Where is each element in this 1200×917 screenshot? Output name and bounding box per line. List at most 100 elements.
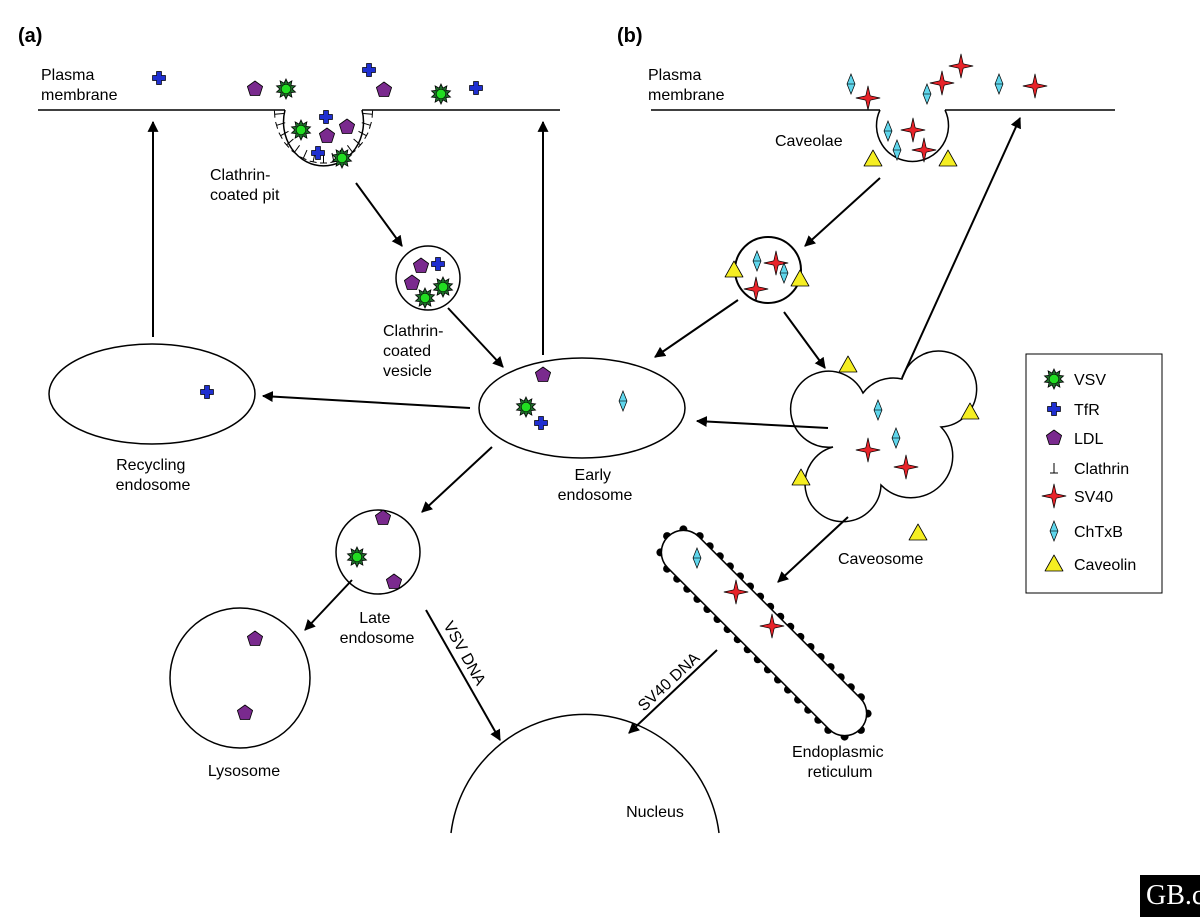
tfr-icon	[362, 63, 376, 77]
chtxb-icon	[846, 73, 856, 95]
arrow-caveosome-to-early	[695, 416, 829, 429]
vsv-icon	[276, 78, 296, 100]
arrow-caveosome-to-er	[777, 516, 849, 583]
legend: VSV TfR LDL Clathrin SV40 ChTxB Caveolin	[1025, 353, 1163, 594]
label-plasma-membrane-a: Plasma membrane	[41, 67, 118, 104]
clathrin-tick-bar	[309, 160, 317, 163]
tfr-icon	[152, 71, 166, 85]
clathrin-tick	[302, 149, 308, 159]
arrow-early-to-late	[421, 446, 493, 513]
vsv-icon	[291, 119, 311, 141]
clathrin-tick	[293, 145, 301, 153]
ldl-icon	[338, 118, 356, 134]
arrow-late-to-nucleus	[425, 609, 501, 741]
early-endosome	[478, 357, 686, 459]
clathrin-tick	[280, 130, 289, 137]
caveolin-icon	[938, 149, 958, 167]
clathrin-tick	[286, 138, 294, 146]
label-sv40-dna: SV40 DNA	[635, 650, 703, 715]
legend-label-caveolin: Caveolin	[1074, 557, 1136, 574]
caveolin-icon	[908, 523, 928, 541]
endoplasmic-reticulum	[656, 525, 872, 741]
sv40-icon	[855, 85, 881, 111]
sv40-icon	[900, 117, 926, 143]
tfr-icon	[319, 110, 333, 124]
sv40-icon	[911, 137, 937, 163]
label-endoplasmic-reticulum: Endoplasmic reticulum	[792, 744, 888, 781]
label-clathrin-coated-vesicle: Clathrin- coated vesicle	[383, 323, 448, 380]
legend-label-tfr: TfR	[1074, 402, 1100, 419]
arrow-vesicle-to-early	[654, 299, 739, 358]
tfr-icon	[469, 81, 483, 95]
legend-label-chtxb: ChTxB	[1074, 524, 1123, 541]
chtxb-icon	[883, 120, 893, 142]
ldl-icon	[375, 81, 393, 97]
vsv-icon	[431, 83, 451, 105]
clathrin-tick	[276, 122, 286, 126]
clathrin-tick	[363, 113, 373, 115]
caveolin-icon	[838, 355, 858, 373]
legend-label-vsv: VSV	[1074, 372, 1106, 389]
arrow-er-to-nucleus	[628, 649, 718, 734]
late-endosome	[335, 509, 421, 595]
clathrin-tick-bar	[364, 132, 369, 139]
clathrin-tick-bar	[275, 121, 279, 129]
clathrin-tick	[353, 138, 361, 146]
caveolar-vesicle	[734, 236, 802, 304]
ldl-icon	[318, 127, 336, 143]
clathrin-tick-bar	[349, 150, 356, 156]
clathrin-tick-bar	[283, 141, 290, 148]
clathrin-tick	[274, 113, 284, 115]
arrow-caveosome-to-membrane	[901, 116, 1021, 379]
lysosome	[169, 607, 311, 749]
clathrin-tick-bar	[371, 110, 374, 118]
label-lysosome: Lysosome	[208, 763, 280, 780]
sv40-icon	[948, 53, 974, 79]
arrow-pit-to-vesicle	[355, 182, 403, 247]
caveosome	[789, 350, 978, 523]
arrow-late-to-lysosome	[304, 579, 353, 631]
clathrin-tick-bar	[291, 150, 298, 156]
label-clathrin-coated-pit: Clathrin- coated pit	[210, 167, 280, 204]
journal-logo: GB.c	[1140, 875, 1200, 917]
clathrin-tick-bar	[368, 121, 372, 129]
tfr-icon	[311, 146, 325, 160]
panel-label-b: (b)	[617, 25, 643, 47]
chtxb-icon	[994, 73, 1004, 95]
clathrin-tick-bar	[299, 156, 307, 161]
arrows	[147, 116, 1021, 741]
label-caveolae: Caveolae	[775, 133, 843, 150]
clathrin-tick	[358, 130, 367, 137]
sv40-icon	[929, 70, 955, 96]
arrow-vesicle-to-caveosome	[783, 311, 826, 369]
plasma-membrane-a	[38, 109, 560, 167]
label-early-endosome: Early endosome	[558, 467, 633, 504]
panel-label-a: (a)	[18, 25, 42, 47]
nucleus	[450, 713, 720, 834]
label-late-endosome: Late endosome	[340, 610, 415, 647]
legend-box	[1025, 353, 1163, 594]
clathrin-tick-bar	[278, 132, 283, 139]
label-caveosome: Caveosome	[838, 551, 923, 568]
clathrin-tick	[361, 122, 371, 126]
caveolin-icon	[863, 149, 883, 167]
chtxb-icon	[922, 83, 932, 105]
clathrin-tick-bar	[357, 141, 364, 148]
ldl-icon	[246, 80, 264, 96]
arrow-caveolae-to-vesicle	[804, 177, 881, 247]
label-recycling-endosome: Recycling endosome	[116, 457, 191, 494]
arrow-early-to-recycling	[261, 391, 471, 409]
clathrin-tick	[346, 145, 354, 153]
sv40-icon	[1022, 73, 1048, 99]
plasma-membrane-b	[651, 109, 1115, 163]
legend-label-sv40: SV40	[1074, 489, 1113, 506]
clathrin-tick-bar	[273, 110, 276, 118]
vsv-icon	[332, 147, 352, 169]
label-plasma-membrane-b: Plasma membrane	[648, 67, 725, 104]
legend-label-ldl: LDL	[1074, 431, 1103, 448]
label-nucleus: Nucleus	[626, 804, 684, 821]
recycling-endosome	[48, 343, 256, 445]
arrow-vesicle-to-early	[447, 307, 504, 368]
legend-label-clathrin: Clathrin	[1074, 461, 1129, 478]
